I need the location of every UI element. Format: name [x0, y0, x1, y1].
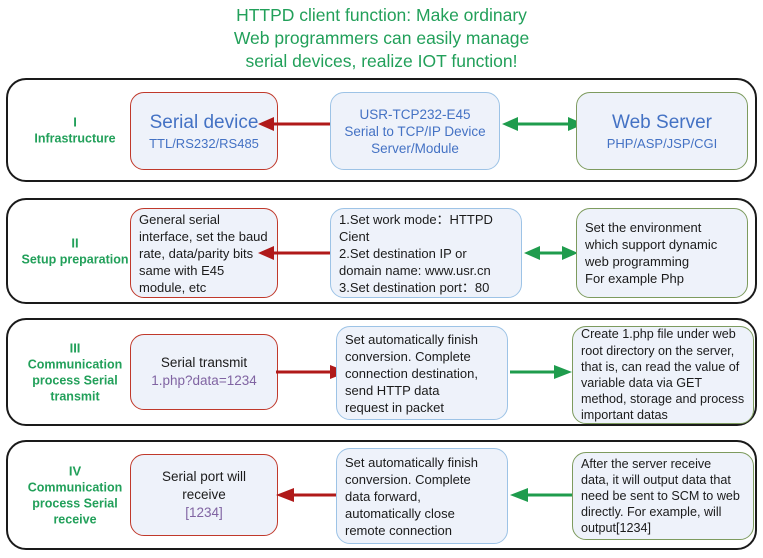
receive-conv-line-1: Set automatically finish: [345, 454, 478, 470]
box-server-output[interactable]: After the server receive data, it will o…: [572, 452, 754, 540]
box-receive-conversion[interactable]: Set automatically finish conversion. Com…: [336, 448, 508, 544]
server-output-line-4: directly. For example, will: [581, 505, 722, 520]
box-setup-steps[interactable]: 1.Set work mode：HTTPD Cient 2.Set destin…: [330, 208, 522, 298]
box-serial-transmit[interactable]: Serial transmit 1.php?data=1234: [130, 334, 278, 410]
transmit-conv-line-2: conversion. Complete: [345, 348, 471, 364]
arrow-green-row1: [502, 115, 584, 133]
title-line-2: Web programmers can easily manage: [233, 28, 530, 48]
stage-panel-serial-transmit: III Communication process Serial transmi…: [6, 318, 757, 426]
arrow-green-row4: [510, 486, 572, 504]
stage-label-3: III Communication process Serial transmi…: [16, 340, 134, 405]
box-serial-device[interactable]: Serial device TTL/RS232/RS485: [130, 92, 278, 170]
setup-step-1-cont: Cient: [339, 228, 370, 244]
setup-left-line-3: rate, data/parity bits: [139, 245, 254, 261]
stage-name-4: Communication process Serial receive: [27, 480, 123, 527]
transmit-conv-line-1: Set automatically finish: [345, 331, 478, 347]
box-transmit-conversion[interactable]: Set automatically finish conversion. Com…: [336, 326, 508, 420]
page-title: HTTPD client function: Make ordinary Web…: [0, 4, 763, 73]
env-line-3: web programming: [585, 254, 690, 269]
setup-left-line-5: module, etc: [139, 279, 207, 295]
stage-label-4: IV Communication process Serial receive: [16, 463, 134, 528]
stage-numeral-1: I: [73, 114, 77, 130]
box-general-serial-interface[interactable]: General serial interface, set the baud r…: [130, 208, 278, 298]
arrow-green-row3: [510, 363, 572, 381]
server-output-line-1: After the server receive: [581, 456, 712, 471]
e45-line-1: USR-TCP232-E45: [359, 106, 471, 122]
receive-conv-line-5: remote connection: [345, 522, 452, 538]
e45-line-2: Serial to TCP/IP Device: [344, 123, 486, 139]
box-serial-receive[interactable]: Serial port will receive [1234]: [130, 454, 278, 536]
stage-numeral-4: IV: [68, 463, 82, 479]
setup-step-3: 3.Set destination port：80: [339, 279, 490, 295]
e45-line-3: Server/Module: [371, 140, 459, 156]
php-file-line-4: variable data via GET: [581, 376, 703, 390]
stage-numeral-3: III: [69, 340, 81, 356]
env-line-1: Set the environment: [585, 220, 702, 235]
stage-name-1: Infrastructure: [34, 131, 116, 146]
server-output-line-2: data, it will output data that: [581, 472, 731, 487]
php-file-line-6: important datas: [581, 408, 668, 423]
stage-panel-serial-receive: IV Communication process Serial receive …: [6, 440, 757, 550]
setup-left-line-1: General serial: [139, 211, 220, 227]
setup-step-2-cont: domain name: www.usr.cn: [339, 262, 491, 278]
php-file-line-1: Create 1.php file under web: [581, 327, 736, 342]
serial-transmit-payload: 1.php?data=1234: [151, 373, 257, 388]
setup-step-2: 2.Set destination IP or: [339, 245, 467, 261]
setup-left-line-4: same with E45: [139, 262, 225, 278]
serial-receive-payload: [1234]: [185, 505, 223, 520]
receive-conv-line-4: automatically close: [345, 505, 455, 521]
stage-name-3: Communication process Serial transmit: [27, 357, 123, 404]
server-output-line-5: output[1234]: [581, 521, 652, 536]
arrow-green-row2: [524, 244, 578, 262]
title-line-3: serial devices, realize IOT function!: [245, 51, 518, 71]
serial-device-subtitle: TTL/RS232/RS485: [149, 135, 259, 151]
transmit-conv-line-4: send HTTP data: [345, 382, 440, 398]
setup-step-1: 1.Set work mode：HTTPD: [339, 211, 493, 227]
stage-label-1: I Infrastructure: [16, 114, 134, 147]
serial-transmit-title: Serial transmit: [160, 355, 248, 370]
stage-name-2: Setup preparation: [21, 252, 129, 267]
stage-numeral-2: II: [71, 235, 79, 251]
php-file-line-2: root directory on the server,: [581, 343, 735, 358]
serial-device-title: Serial device: [149, 111, 259, 133]
stage-label-2: II Setup preparation: [16, 235, 134, 268]
env-line-4: For example Php: [585, 271, 684, 286]
web-server-subtitle: PHP/ASP/JSP/CGI: [606, 135, 718, 151]
box-web-server[interactable]: Web Server PHP/ASP/JSP/CGI: [576, 92, 748, 170]
serial-receive-title: Serial port will receive: [161, 469, 247, 502]
box-create-php-file[interactable]: Create 1.php file under web root directo…: [572, 326, 754, 424]
receive-conv-line-2: conversion. Complete: [345, 471, 471, 487]
box-usr-tcp232-e45[interactable]: USR-TCP232-E45 Serial to TCP/IP Device S…: [330, 92, 500, 170]
title-line-1: HTTPD client function: Make ordinary: [236, 5, 527, 25]
env-line-2: which support dynamic: [585, 237, 718, 252]
php-file-line-3: that is, can read the value of: [581, 359, 740, 374]
server-output-line-3: need be sent to SCM to web: [581, 488, 740, 503]
stage-panel-setup-preparation: II Setup preparation General serial inte…: [6, 198, 757, 304]
transmit-conv-line-5: request in packet: [345, 399, 445, 415]
php-file-line-5: method, storage and process: [581, 392, 745, 407]
stage-panel-infrastructure: I Infrastructure Serial device TTL/RS232…: [6, 78, 757, 182]
box-set-environment[interactable]: Set the environment which support dynami…: [576, 208, 748, 298]
web-server-title: Web Server: [612, 111, 712, 133]
setup-left-line-2: interface, set the baud: [139, 228, 268, 244]
receive-conv-line-3: data forward,: [345, 488, 421, 504]
transmit-conv-line-3: connection destination,: [345, 365, 478, 381]
